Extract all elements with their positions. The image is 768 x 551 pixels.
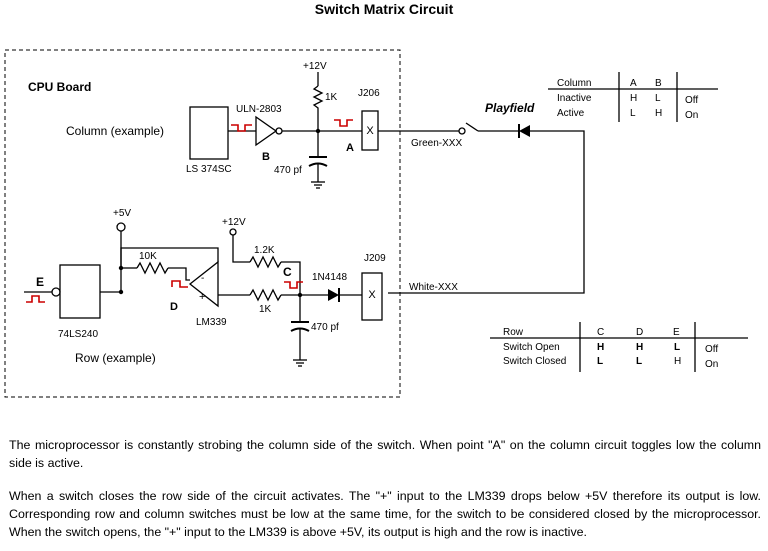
row-table-cell: Switch Closed [503, 356, 566, 367]
description-paragraph-2: When a switch closes the row side of the… [9, 489, 761, 539]
row-table-cell: On [705, 359, 718, 370]
point-c-label: C [283, 265, 292, 279]
row-table-cell: H [674, 356, 681, 367]
point-e-label: E [36, 275, 44, 289]
point-d-label: D [170, 301, 178, 313]
switch-contact [458, 127, 466, 135]
uln2803-label: ULN-2803 [236, 104, 282, 115]
row-table-cell: L [597, 356, 603, 367]
switch-arm [465, 122, 479, 132]
ls374-chip [189, 106, 229, 160]
pullup-row-wire-2 [281, 261, 301, 295]
lm339-comparator [188, 260, 219, 308]
cpu-board-outline [4, 49, 401, 398]
column-table-cell: Off [685, 95, 698, 106]
row-table-cell: L [636, 356, 642, 367]
comparator-output-wire [120, 247, 219, 268]
pulse-icon-point-c [284, 281, 303, 289]
pullup-row-wire [232, 235, 250, 263]
column-table-cell: L [655, 93, 661, 104]
column-table-cell: Inactive [557, 93, 592, 104]
j209-label: J209 [364, 253, 386, 264]
row-table-cell: Off [705, 344, 718, 355]
point-b-label: B [262, 151, 270, 163]
row-table-header: C [597, 327, 604, 338]
ls240-bubble [51, 287, 61, 297]
resistor-1k-row [249, 288, 282, 302]
pulse-icon-point-d [171, 280, 188, 288]
lm339-plus-input: + [199, 291, 205, 303]
ls374-label: LS 374SC [186, 164, 232, 175]
diode-1n4148 [328, 289, 339, 301]
j206-pin-mark: X [366, 125, 374, 137]
pulse-icon-point-a [334, 119, 353, 127]
row-table-header: D [636, 327, 643, 338]
row-table-header: E [673, 327, 680, 338]
point-a-label: A [346, 142, 354, 154]
lm339-label: LM339 [196, 317, 227, 328]
resistor-10k-label: 10K [139, 251, 157, 262]
column-table-cell: L [630, 108, 636, 119]
junction-dot [118, 289, 124, 295]
playfield-diode [519, 125, 530, 137]
cpu-board-label: CPU Board [28, 80, 91, 94]
row-table-cell: L [674, 342, 680, 353]
column-table-header: A [630, 78, 637, 89]
green-wire-label: Green-XXX [411, 138, 462, 149]
resistor-1k-column [312, 85, 324, 131]
row-table-cell: H [636, 342, 643, 353]
column-table-header: B [655, 78, 662, 89]
resistor-1k-column-label: 1K [325, 92, 338, 103]
pulse-icon-column-out [231, 124, 252, 132]
return-wire [388, 130, 585, 294]
row-table-cell: H [597, 342, 604, 353]
feedback-wire-2 [168, 267, 190, 281]
row-example-label: Row (example) [75, 351, 156, 365]
j209-connector [361, 272, 383, 321]
row-table-header: Row [503, 327, 524, 338]
column-table-header: Column [557, 78, 591, 89]
resistor-10k [136, 261, 169, 275]
resistor-1-2k-label: 1.2K [254, 245, 275, 256]
column-table-cell: H [655, 108, 662, 119]
plus5v-terminal [116, 222, 126, 232]
pulse-icon-point-e [26, 295, 45, 303]
column-table-cell: On [685, 110, 698, 121]
ls240-chip [59, 264, 101, 319]
plus12v-column-label: +12V [303, 61, 327, 72]
resistor-1k-row-label: 1K [259, 304, 272, 315]
ls240-label: 74LS240 [58, 329, 98, 340]
plus5v-label: +5V [113, 208, 131, 219]
row-truth-table: Row C D E Switch Open H H L Off Switch C… [490, 322, 748, 372]
lm339-minus-input: - [201, 273, 204, 284]
column-table-cell: Active [557, 108, 585, 119]
cap-470pf-row-label: 470 pf [311, 322, 339, 333]
j206-label: J206 [358, 88, 380, 99]
plus12v-row-terminal [229, 228, 237, 236]
row-table-cell: Switch Open [503, 342, 560, 353]
column-table-cell: H [630, 93, 637, 104]
column-truth-table: Column A B Inactive H L Off Active L H O… [548, 72, 718, 122]
playfield-label: Playfield [485, 101, 535, 115]
description-paragraph-1: The microprocessor is constantly strobin… [9, 438, 761, 470]
white-wire-label: White-XXX [409, 282, 458, 293]
resistor-1-2k [249, 255, 282, 269]
row-cap-plate-bottom [290, 327, 310, 332]
capacitor-plate-bottom [308, 162, 328, 167]
plus12v-row-label: +12V [222, 217, 246, 228]
column-example-label: Column (example) [66, 124, 164, 138]
page-title: Switch Matrix Circuit [315, 1, 454, 17]
cap-470pf-column-label: 470 pf [274, 165, 302, 176]
switch-matrix-schematic: Switch Matrix Circuit CPU Board Column (… [4, 1, 748, 398]
uln2803-inverter [255, 115, 278, 147]
diode-1n4148-label: 1N4148 [312, 272, 347, 283]
j209-pin-mark: X [368, 289, 376, 301]
